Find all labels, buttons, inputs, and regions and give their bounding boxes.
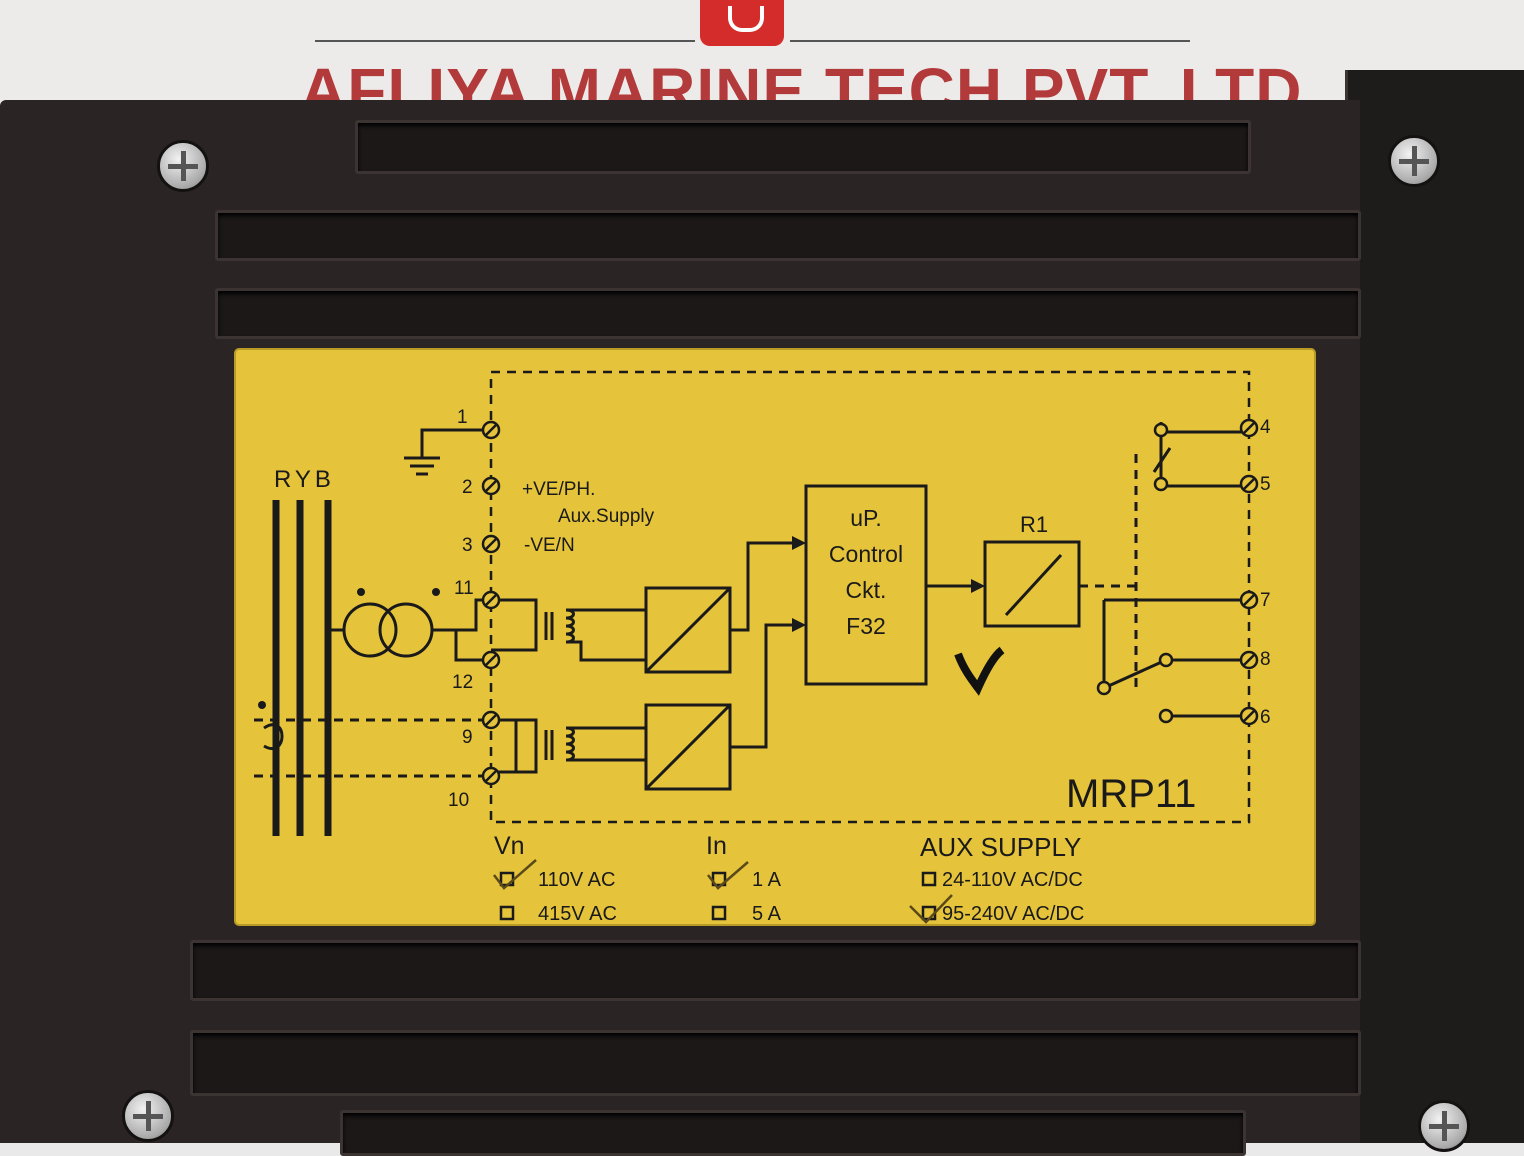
- terminal-9: 9: [462, 727, 473, 748]
- in-title: In: [706, 832, 727, 860]
- vent-slot-6: [340, 1110, 1246, 1156]
- phase-labels: RYB: [274, 466, 335, 493]
- vn-option-415v: 415V AC: [538, 903, 617, 925]
- wiring-diagram: [254, 370, 1259, 924]
- side-housing: [1345, 70, 1524, 1143]
- watermark-line-right: [790, 40, 1190, 42]
- supply-negative-label: -VE/N: [524, 535, 575, 556]
- watermark-logo: [700, 0, 784, 46]
- terminal-4: 4: [1260, 417, 1271, 438]
- aux-option-95-240v: 95-240V AC/DC: [942, 903, 1085, 925]
- terminal-10: 10: [448, 790, 470, 811]
- terminal-7: 7: [1260, 590, 1271, 611]
- screw-bottom-right: [1418, 1100, 1470, 1152]
- watermark-line-left: [315, 40, 695, 42]
- control-line-2: Control: [828, 541, 904, 567]
- aux-supply-label: Aux.Supply: [558, 506, 655, 527]
- aux-option-24-110v: 24-110V AC/DC: [942, 869, 1083, 891]
- control-line-1: uP.: [850, 505, 882, 531]
- terminal-6: 6: [1260, 707, 1271, 728]
- terminal-11: 11: [454, 578, 474, 599]
- vn-title: Vn: [494, 832, 525, 860]
- control-line-4: F32: [846, 613, 886, 639]
- terminal-5: 5: [1260, 474, 1271, 495]
- terminal-12: 12: [452, 672, 474, 693]
- model-number: MRP11: [1066, 772, 1197, 816]
- vent-slot-5: [190, 1030, 1361, 1096]
- aux-supply-title: AUX SUPPLY: [920, 832, 1082, 862]
- vent-slot-1: [355, 120, 1251, 174]
- vent-slot-4: [190, 940, 1361, 1001]
- in-option-1a: 1 A: [752, 869, 781, 891]
- wiring-label: RYB 1 2 3 11 12 9 10 4 5 7 8 6 +VE/PH. A…: [236, 350, 1314, 924]
- terminal-3: 3: [462, 535, 473, 556]
- relay-label: R1: [1020, 512, 1049, 537]
- control-block-text: uP. Control Ckt. F32: [806, 500, 926, 644]
- terminal-2: 2: [462, 477, 473, 498]
- supply-positive-label: +VE/PH.: [522, 479, 596, 500]
- vn-option-110v: 110V AC: [538, 869, 616, 891]
- terminal-1: 1: [457, 407, 468, 428]
- vent-slot-3: [215, 288, 1361, 339]
- screw-bottom-left: [122, 1090, 174, 1142]
- control-line-3: Ckt.: [845, 577, 887, 603]
- vent-slot-2: [215, 210, 1361, 261]
- screw-top-left: [157, 140, 209, 192]
- terminal-8: 8: [1260, 649, 1271, 670]
- screw-top-right: [1388, 135, 1440, 187]
- in-option-5a: 5 A: [752, 903, 781, 925]
